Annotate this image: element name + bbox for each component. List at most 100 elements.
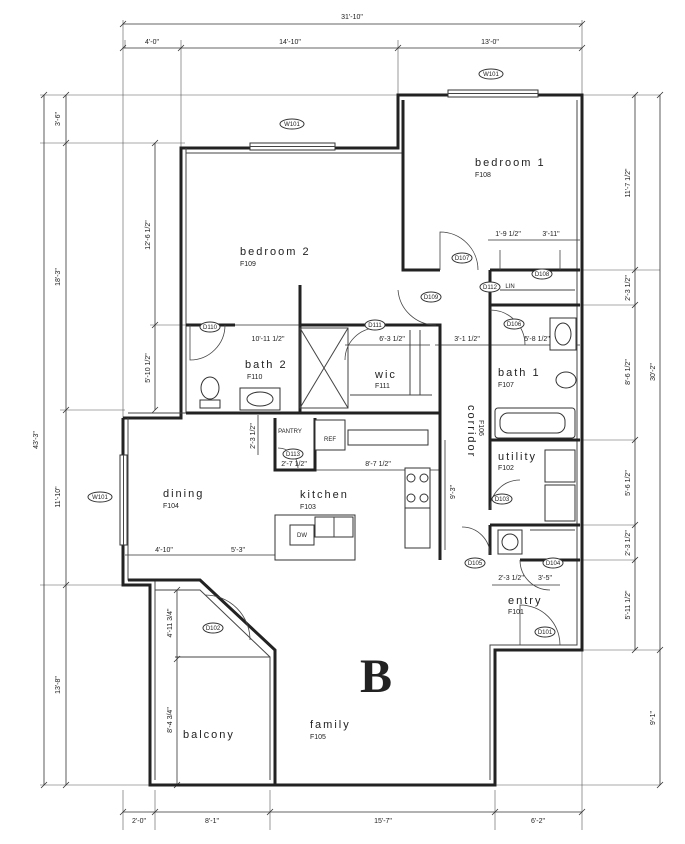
dim-top: 4'-0"	[145, 39, 159, 46]
room-code: F102	[498, 465, 514, 472]
room-name: wic	[374, 369, 397, 381]
washer	[544, 449, 576, 483]
room-code: F109	[240, 261, 256, 268]
dim-bottom: 6'-2"	[531, 818, 545, 825]
room-code: F107	[498, 382, 514, 389]
room-code: F104	[163, 503, 179, 510]
dim-right: 5'-6 1/2"	[625, 470, 632, 496]
walls	[121, 93, 584, 787]
room-name: bath 2	[245, 359, 288, 371]
dim-interior: 5'-3"	[231, 547, 245, 554]
fixtures	[199, 289, 577, 561]
door-tag: D104	[546, 561, 561, 567]
window-tags: W101 W101 W101	[87, 68, 504, 503]
extension-lines	[40, 20, 660, 830]
room-code: F108	[475, 172, 491, 179]
dim-right: 8'-6 1/2"	[625, 359, 632, 385]
door-tag: D101	[538, 630, 553, 636]
room-labels: bedroom 1 F108 bedroom 2 F109 bath 2 F11…	[163, 157, 546, 741]
dim-top: 14'-10"	[279, 39, 301, 46]
room-name: utility	[498, 451, 537, 463]
window-tag: W101	[483, 72, 499, 78]
dim-interior: 3'-1 1/2"	[454, 336, 480, 343]
dim-interior: 9'-3"	[450, 485, 457, 499]
room-name: dining	[163, 488, 204, 500]
dim-left-inner: 5'-10 1/2"	[145, 353, 152, 383]
dim-interior: 6'-3 1/2"	[379, 336, 405, 343]
dim-left-inner: 4'-11 3/4"	[167, 608, 174, 638]
range	[404, 467, 431, 509]
dim-right: 11'-7 1/2"	[625, 168, 632, 198]
dim-left-overall: 43'-3"	[33, 431, 40, 449]
toilet-bath1	[555, 371, 577, 389]
ref-label: REF	[324, 437, 336, 443]
room-name: bedroom 2	[240, 246, 311, 258]
room-name: bedroom 1	[475, 157, 546, 169]
dim-right: 2'-3 1/2"	[625, 530, 632, 556]
refrigerator	[314, 419, 346, 451]
room-code: F111	[375, 383, 390, 390]
window-tag: W101	[92, 495, 108, 501]
dim-top: 13'-0"	[481, 39, 499, 46]
kitchen-counter-side	[404, 507, 431, 549]
dim-left: 18'-3"	[55, 268, 62, 286]
door-tag: D112	[483, 285, 498, 291]
dim-right-overall: 30'-2"	[650, 363, 657, 381]
room-name: family	[310, 719, 351, 731]
dim-right: 2'-3 1/2"	[625, 275, 632, 301]
room-code: F101	[508, 609, 524, 616]
door-tag: D102	[206, 626, 221, 632]
door-tag: D107	[455, 256, 470, 262]
dim-left: 13'-8"	[55, 676, 62, 694]
door-tag: D108	[535, 272, 550, 278]
dim-left: 11'-10"	[55, 486, 62, 508]
pantry-label: PANTRY	[278, 429, 302, 435]
dim-overall-width: 31'-10"	[341, 14, 363, 21]
room-name: corridor	[465, 405, 477, 458]
kitchen-counter-top	[347, 429, 429, 446]
dim-interior: 2'-3 1/2"	[498, 575, 524, 582]
room-name: kitchen	[300, 489, 349, 501]
dim-interior: 4'-10"	[155, 547, 173, 554]
dim-interior: 5'-8 1/2"	[524, 336, 550, 343]
window-tag: W101	[284, 122, 300, 128]
door-tag: D103	[495, 497, 510, 503]
windows	[119, 89, 539, 546]
door-tag: D113	[286, 452, 301, 458]
door-tags: D101 D102 D103 D104 D105 D106 D107 D108 …	[199, 252, 564, 638]
dishwasher	[289, 524, 315, 546]
door-tag: D109	[424, 295, 439, 301]
dim-bottom: 2'-0"	[132, 818, 146, 825]
dimension-text: 31'-10" 4'-0" 14'-10" 13'-0" 2'-0" 8'-1"…	[33, 14, 657, 825]
dim-interior: 3'-5"	[538, 575, 552, 582]
dim-right: 9'-1"	[650, 711, 657, 725]
fixture-labels: PANTRY REF DW LIN	[278, 284, 515, 539]
dw-label: DW	[297, 533, 307, 539]
dim-bottom: 15'-7"	[374, 818, 392, 825]
dim-left-inner: 8'-4 3/4"	[167, 707, 174, 733]
toilet-bath2	[200, 376, 220, 400]
dim-interior: 8'-7 1/2"	[365, 461, 391, 468]
dim-bottom: 8'-1"	[205, 818, 219, 825]
room-name: bath 1	[498, 367, 541, 379]
lin-label: LIN	[505, 284, 514, 290]
door-tag: D106	[507, 322, 522, 328]
plan-label: B	[360, 650, 392, 703]
room-code: F105	[310, 734, 326, 741]
dim-left: 3'-6"	[55, 112, 62, 126]
dim-interior: 1'-9 1/2"	[495, 231, 521, 238]
room-name: entry	[508, 595, 542, 607]
room-code: F110	[247, 374, 263, 381]
room-code: F103	[300, 504, 316, 511]
dim-left-inner: 12'-6 1/2"	[145, 220, 152, 250]
dim-interior: 3'-11"	[542, 231, 560, 238]
room-code: F106	[477, 420, 484, 436]
room-name: balcony	[183, 729, 235, 741]
dim-interior: 2'-3 1/2"	[250, 423, 257, 449]
door-tag: D111	[368, 323, 382, 329]
dim-interior: 2'-7 1/2"	[281, 461, 307, 468]
door-tag: D105	[468, 561, 483, 567]
dim-interior: 10'-11 1/2"	[252, 336, 285, 343]
dim-right: 5'-11 1/2"	[625, 590, 632, 620]
